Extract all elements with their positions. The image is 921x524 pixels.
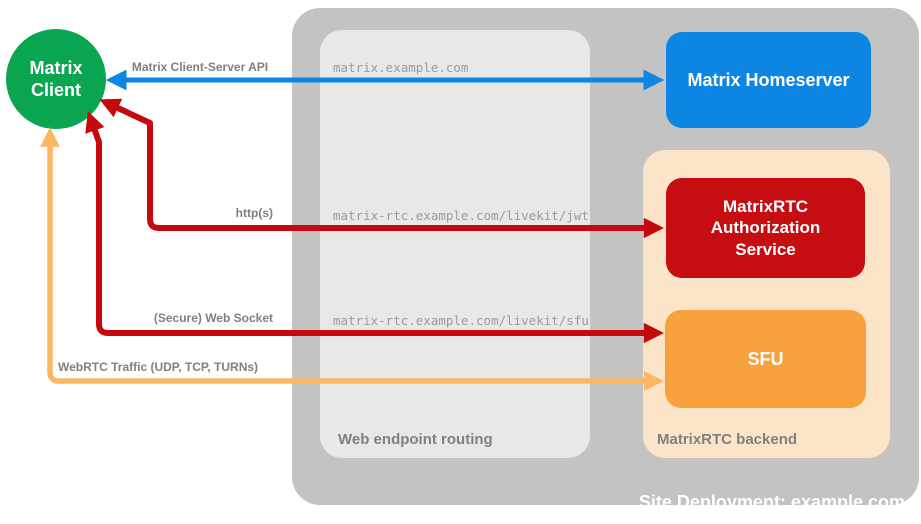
sfu-node: SFU (665, 310, 866, 408)
https-label: http(s) (235, 206, 273, 220)
webrtc-traffic-label: WebRTC Traffic (UDP, TCP, TURNs) (58, 360, 259, 374)
matrix-homeserver-label: Matrix Homeserver (687, 69, 850, 90)
matrix-client-label: Matrix Client (29, 57, 83, 101)
site-deployment-label: Site Deployment: example.com (638, 492, 905, 512)
matrixrtc-backend-label: MatrixRTC backend (657, 431, 798, 448)
web-endpoint-routing-box (320, 30, 590, 458)
matrix-homeserver-node: Matrix Homeserver (666, 32, 871, 128)
endpoint-livekit-sfu: matrix-rtc.example.com/livekit/sfu (333, 313, 589, 328)
matrix-client-node: Matrix Client (6, 29, 106, 129)
websocket-label: (Secure) Web Socket (153, 311, 273, 325)
endpoint-livekit-jwt: matrix-rtc.example.com/livekit/jwt (333, 208, 589, 223)
sfu-label: SFU (747, 348, 784, 369)
matrixrtc-authorization-service-label: MatrixRTC Authorization Service (710, 197, 821, 259)
client-server-api-label: Matrix Client-Server API (131, 60, 269, 74)
web-endpoint-routing-label: Web endpoint routing (338, 431, 493, 448)
matrixrtc-authorization-service-node: MatrixRTC Authorization Service (666, 178, 865, 278)
endpoint-matrix-example-com: matrix.example.com (333, 60, 469, 75)
